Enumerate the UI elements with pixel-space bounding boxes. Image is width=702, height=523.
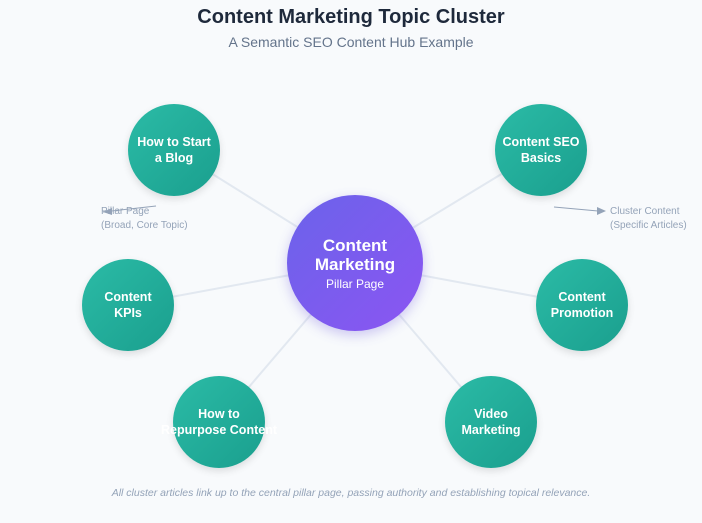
cluster-node-start-blog[interactable]: How to Start a Blog — [128, 104, 220, 196]
legend-arrow-cluster — [553, 206, 599, 212]
cluster-node-seo-basics[interactable]: Content SEO Basics — [495, 104, 587, 196]
cluster-label: Basics — [520, 151, 562, 165]
cluster-label: Marketing — [461, 423, 521, 437]
legend-arrowhead-cluster — [597, 207, 606, 215]
cluster-node-promotion[interactable]: Content Promotion — [536, 259, 628, 351]
legend-pillar-label: Pillar Page — [101, 206, 150, 217]
pillar-title-line2: Marketing — [314, 254, 396, 274]
diagram-subtitle: A Semantic SEO Content Hub Example — [228, 34, 474, 50]
cluster-node-kpis[interactable]: Content KPIs — [82, 259, 174, 351]
cluster-node-repurpose[interactable]: How to Repurpose Content — [161, 376, 277, 468]
cluster-label: How to Start — [137, 135, 211, 149]
cluster-label: Repurpose Content — [161, 423, 277, 437]
cluster-label: Content SEO — [502, 135, 580, 149]
cluster-label: Content — [558, 290, 606, 304]
footer-note: All cluster articles link up to the cent… — [111, 487, 591, 499]
cluster-label: Content — [104, 290, 152, 304]
pillar-title-line1: Content — [322, 235, 388, 255]
legend-cluster-label: Cluster Content — [610, 206, 680, 217]
diagram-title: Content Marketing Topic Cluster — [197, 6, 505, 28]
cluster-label: How to — [198, 407, 240, 421]
cluster-label: Video — [474, 407, 508, 421]
legend-cluster-desc: (Specific Articles) — [610, 220, 687, 231]
legend-pillar-desc: (Broad, Core Topic) — [101, 220, 188, 231]
legend-cluster: Cluster Content (Specific Articles) — [610, 205, 687, 233]
legend-arrowhead-pillar — [103, 208, 112, 215]
cluster-node-video[interactable]: Video Marketing — [445, 376, 537, 468]
pillar-label: Pillar Page — [325, 276, 385, 291]
pillar-node[interactable]: Content Marketing Pillar Page — [287, 195, 423, 331]
cluster-label: KPIs — [114, 306, 142, 320]
legend-pillar: Pillar Page (Broad, Core Topic) — [101, 205, 188, 233]
cluster-label: Promotion — [550, 306, 614, 320]
cluster-label: a Blog — [154, 151, 194, 165]
